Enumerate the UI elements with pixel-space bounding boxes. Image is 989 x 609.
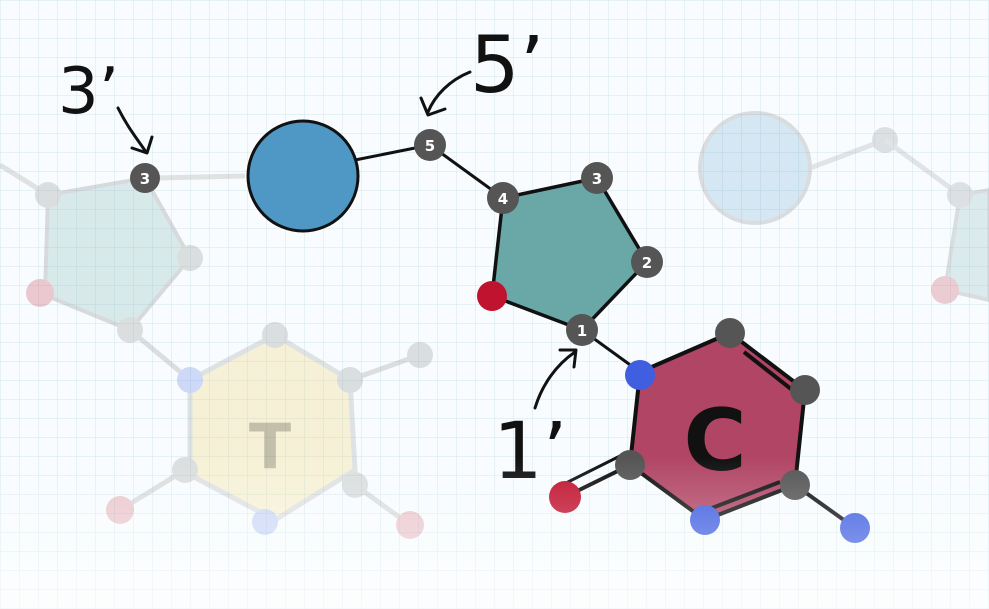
diagram-canvas: T 3’ 3 5’ 1’ C: [0, 0, 989, 609]
bottom-fade: [0, 0, 989, 609]
dna-nucleotide-diagram: T 3’ 3 5’ 1’ C: [0, 0, 989, 609]
